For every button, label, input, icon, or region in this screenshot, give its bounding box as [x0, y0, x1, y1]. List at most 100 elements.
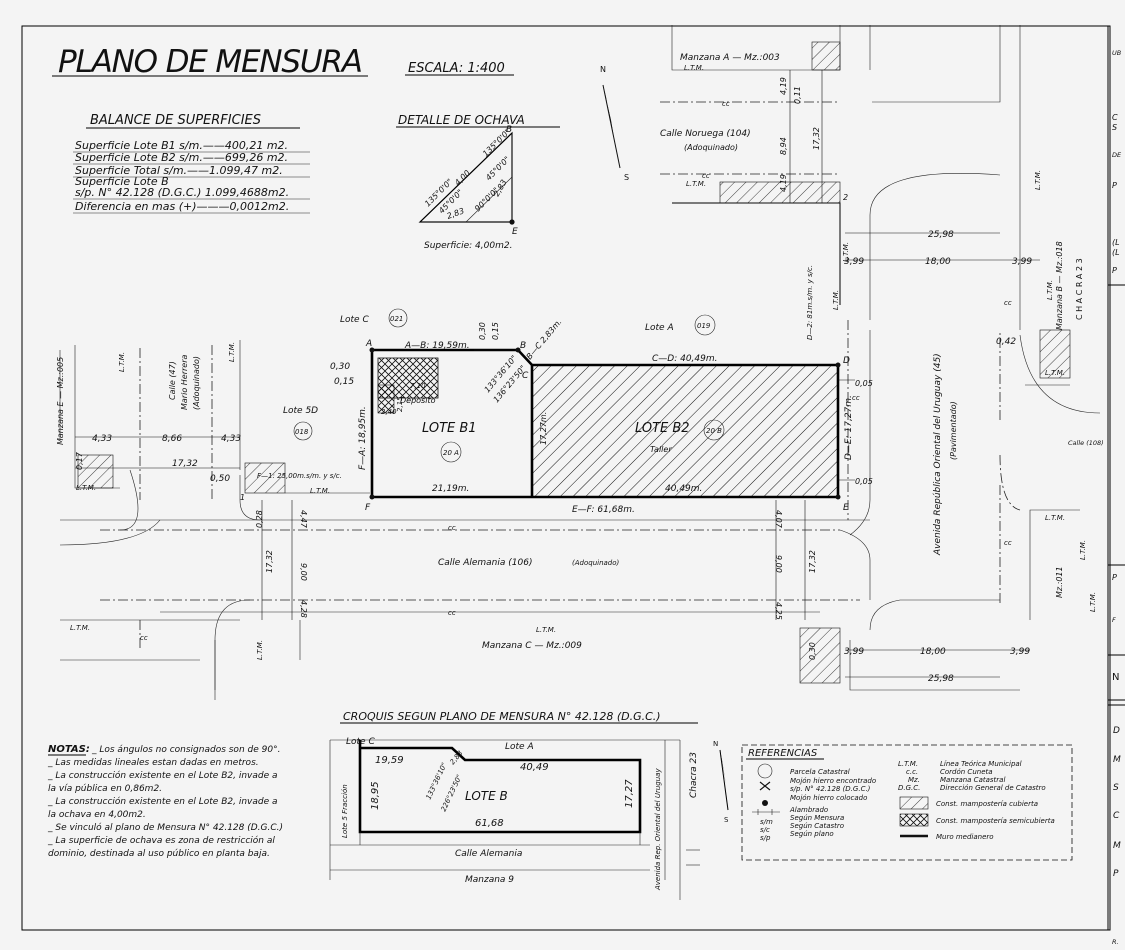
ref-legend: Const. mampostería semicubierta	[936, 817, 1055, 825]
croquis-ang2: 226°23'50"	[440, 773, 464, 812]
ref-code-desc: Manzana Catastral	[940, 776, 1005, 784]
point-f: F	[365, 503, 371, 513]
note-line: la ochava en 4,00m2.	[48, 810, 146, 820]
note-line: _ La construcción existente en el Lote B…	[47, 796, 278, 807]
tb-letter: (L	[1112, 238, 1120, 247]
dim-bot-407: 4,07	[774, 510, 783, 529]
lote-5d-number: 018	[295, 428, 309, 436]
dim-710: 7,10	[410, 382, 426, 390]
tb-letter: N	[1112, 672, 1119, 683]
note-line: _ Se vinculó al plano de Mensura N° 42.1…	[47, 822, 283, 833]
balance-heading: BALANCE DE SUPERFICIES	[90, 113, 261, 128]
label: L.T.M.	[118, 352, 126, 372]
tb-letter: S	[1113, 783, 1119, 793]
label: L.T.M.	[256, 640, 264, 660]
label: N	[713, 740, 718, 748]
point-1: 1	[240, 493, 245, 502]
ltm-tags: L.T.M. L.T.M. L.T.M. L.T.M. L.T.M. L.T.M…	[70, 64, 1097, 660]
ref-item: Según Mensura	[790, 814, 844, 822]
label: L.T.M.	[1045, 369, 1065, 377]
dim-right-bot-2598: 25,98	[928, 674, 954, 684]
point-c: C	[522, 371, 529, 381]
dim-ab: A—B: 19,59m.	[404, 341, 470, 351]
dim-bot-1732b: 17,32	[808, 550, 817, 573]
dim-015: 0,15	[334, 377, 354, 387]
croquis-street: Calle Alemania	[455, 849, 522, 859]
ref-item: s/p. N° 42.128 (D.G.C.)	[790, 785, 871, 793]
croquis-left: 18,95	[370, 781, 381, 810]
ochava-label: 45°0'0"	[484, 155, 512, 183]
croquis-right: 17,27	[624, 779, 635, 808]
chacra-label: C H A C R A 2 3	[1075, 258, 1084, 320]
street-uruguay: Avenida República Oriental del Uruguay (…	[933, 353, 943, 556]
lote-b1-number: 20 A	[443, 449, 459, 457]
balance-row: Superficie Lote B	[75, 175, 169, 188]
ref-abbr: s/p	[760, 834, 771, 842]
label: cc	[448, 524, 456, 532]
manzana-e-label: Manzana E — Mz.:005	[56, 357, 65, 445]
ochava-surface: Superficie: 4,00m2.	[424, 241, 512, 251]
ref-item: Mojón hierro encontrado	[790, 777, 876, 785]
croquis-lote-c: Lote C	[346, 737, 375, 747]
balance-row: s/p. N° 42.128 (D.G.C.) 1.099,4688m2.	[75, 186, 289, 199]
dim-top-894: 8,94	[779, 137, 788, 155]
tb-letter: P	[1112, 181, 1117, 190]
ref-code-desc: Dirección General de Catastro	[940, 784, 1046, 792]
tb-letter: P	[1113, 869, 1119, 879]
dim-left-050: 0,50	[210, 474, 230, 484]
ochava-label: 90°0'0"	[473, 186, 501, 214]
ochava-heading: DETALLE DE OCHAVA	[398, 113, 525, 127]
dim-240: 2,40	[381, 408, 397, 416]
manzana-b-label: Manzana B — Mz.:018	[1055, 241, 1064, 330]
tb-letter: M	[1113, 841, 1121, 851]
block-outlines	[59, 25, 1101, 700]
croquis-heading: CROQUIS SEGUN PLANO DE MENSURA N° 42.128…	[343, 710, 661, 723]
tb-letter: D	[1113, 726, 1120, 736]
manzana-c-label: Manzana C — Mz.:009	[482, 641, 582, 651]
tb-letter: P	[1112, 266, 1117, 275]
dim-right-top-399b: 3,99	[1012, 257, 1032, 267]
label: L.T.M.	[76, 484, 96, 492]
croquis-fraccion: Lote 5 Fracción	[341, 784, 349, 838]
label: S	[624, 173, 629, 182]
street-herrera: Calle (47)	[168, 361, 177, 400]
tb-letter: C	[1112, 113, 1118, 122]
label: L.T.M.	[686, 180, 706, 188]
label: L.T.M.	[310, 487, 330, 495]
dim-215: 2,15	[396, 396, 404, 412]
dim-left-017: 0,17	[75, 451, 84, 470]
street-108: Calle (108)	[1068, 439, 1104, 447]
label: L.T.M.	[1045, 514, 1065, 522]
notes: NOTAS: _ Los ángulos no consignados son …	[47, 744, 283, 859]
ochava-detail: DETALLE DE OCHAVA 135°0'0" 4,00 45°0'0" …	[396, 113, 560, 251]
corner-tag: R.	[1112, 938, 1119, 946]
dim-bot-028: 0,28	[255, 510, 264, 528]
label: cc	[1004, 299, 1012, 307]
ochava-vertex: B	[506, 125, 512, 135]
lote-c-label: Lote C	[340, 315, 369, 325]
street-herrera-name: Mario Herrera	[180, 355, 189, 410]
lote-a-label: Lote A	[645, 323, 674, 333]
dim-top-011: 0,11	[793, 86, 802, 104]
ref-abbr: s/m	[760, 818, 773, 826]
ref-item: Según plano	[790, 830, 834, 838]
point-b: B	[520, 341, 526, 351]
dim-bot-447: 4,47	[299, 510, 308, 529]
referencias-heading: REFERENCIAS	[748, 748, 818, 759]
street-alemania: Calle Alemania (106)	[438, 558, 532, 568]
dim-left-f1: F—1: 25,00m.s/m. y s/c.	[257, 472, 342, 480]
label: N	[600, 65, 606, 74]
dim-005b: 0,05	[855, 477, 873, 486]
croquis-top2: 40,49	[520, 762, 549, 773]
balance-row: Superficie Lote B2 s/m.——699,26 m2.	[75, 151, 288, 164]
lote-5d-label: Lote 5D	[283, 406, 318, 416]
croquis-avenida: Avenida Rep. Oriental del Uruguay	[654, 768, 662, 891]
label: cc	[448, 609, 456, 617]
ref-legend: Muro medianero	[936, 833, 994, 841]
balance-row: Diferencia en mas (+)———0,0012m2.	[75, 200, 289, 213]
label: L.T.M.	[1046, 280, 1054, 300]
ref-code: L.T.M.	[898, 760, 918, 768]
referencias: REFERENCIAS Parcela Catastral Mojón hier…	[741, 744, 1073, 861]
ref-abbr: s/c	[760, 826, 770, 834]
lote-c-number: 021	[390, 315, 403, 323]
